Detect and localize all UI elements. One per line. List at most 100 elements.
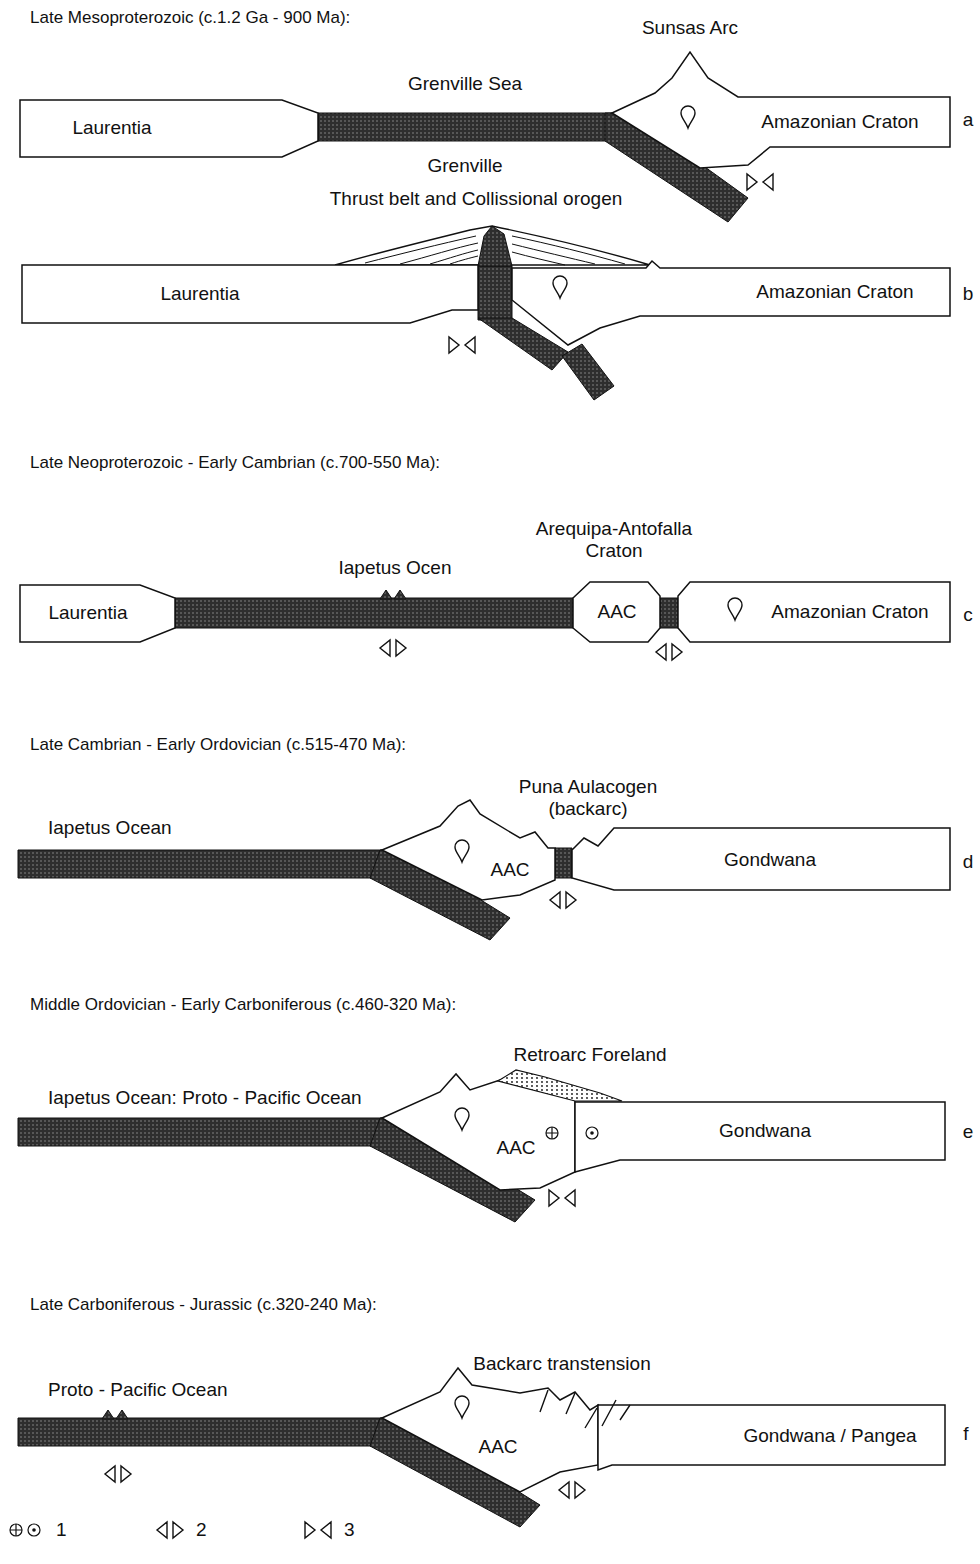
crustal-block: Amazonian Craton bbox=[612, 52, 950, 168]
panel-letter: b bbox=[963, 283, 974, 305]
magmatism-symbol bbox=[455, 840, 469, 862]
magmatism-symbol bbox=[455, 1108, 469, 1130]
legend-symbol bbox=[305, 1522, 331, 1538]
crustal-block: AAC bbox=[382, 800, 555, 900]
block-symbols bbox=[455, 840, 469, 862]
oceanic-lithosphere bbox=[318, 113, 612, 141]
thrust-line bbox=[512, 252, 565, 265]
block-outline bbox=[382, 800, 555, 900]
convergence-symbol bbox=[305, 1522, 331, 1538]
magmatism-symbol bbox=[681, 106, 695, 128]
plus-circle-symbol bbox=[10, 1524, 22, 1536]
block-outline bbox=[20, 100, 318, 157]
block-outline-path bbox=[20, 100, 318, 157]
block-symbols bbox=[455, 1390, 597, 1428]
orogen-label: Grenville bbox=[428, 155, 503, 177]
period-heading: Middle Ordovician - Early Carboniferous … bbox=[30, 995, 456, 1015]
legend-number: 1 bbox=[56, 1519, 67, 1541]
orogen-label: Thrust belt and Collissional orogen bbox=[330, 188, 623, 210]
panel-letter: c bbox=[963, 604, 973, 626]
dot-circle-symbol bbox=[590, 1131, 594, 1135]
period-heading: Late Carboniferous - Jurassic (c.320-240… bbox=[30, 1295, 377, 1315]
ridge-symbol bbox=[380, 590, 406, 599]
block-outline-path bbox=[678, 582, 950, 642]
ridge-symbol bbox=[102, 1410, 128, 1419]
thrust-line bbox=[512, 244, 595, 264]
orogen-outline bbox=[335, 226, 650, 265]
crustal-block: Amazonian Craton bbox=[678, 582, 950, 642]
panel-letter: f bbox=[963, 1423, 968, 1445]
panel-letter: e bbox=[963, 1121, 974, 1143]
ocean-label: Iapetus Ocen bbox=[338, 557, 451, 579]
magmatism-symbol bbox=[553, 276, 567, 298]
retroarc-foreland-basin bbox=[498, 1070, 622, 1101]
plus-circle-symbol bbox=[546, 1127, 558, 1139]
block-name: Laurentia bbox=[48, 602, 127, 624]
legend-symbol bbox=[10, 1524, 40, 1536]
suture-zone bbox=[478, 226, 512, 266]
thrust-line bbox=[430, 250, 478, 264]
fault-line bbox=[602, 1400, 630, 1426]
crustal-block: Gondwana bbox=[575, 1102, 945, 1172]
block-outline-path bbox=[572, 828, 950, 890]
dot-circle-symbol bbox=[586, 1127, 598, 1139]
block-outline-path bbox=[573, 582, 660, 642]
block-symbols bbox=[728, 598, 742, 620]
crustal-block: Gondwana bbox=[572, 828, 950, 890]
thrust-line bbox=[400, 243, 478, 264]
block-outline-path bbox=[382, 1368, 598, 1492]
block-name: Gondwana bbox=[719, 1120, 811, 1142]
legend-number: 3 bbox=[344, 1519, 355, 1541]
ocean-label: Proto - Pacific Ocean bbox=[48, 1379, 228, 1401]
oceanic-lithosphere bbox=[478, 266, 512, 320]
crustal-block: Laurentia bbox=[20, 585, 175, 642]
panel-letter: d bbox=[963, 851, 974, 873]
thrust-line bbox=[365, 236, 476, 263]
block-name: Amazonian Craton bbox=[771, 601, 928, 623]
crustal-block: AAC bbox=[382, 1368, 598, 1492]
convergence-symbol bbox=[549, 1190, 575, 1206]
magmatism-symbol bbox=[455, 1396, 469, 1418]
crustal-block: AAC bbox=[573, 582, 660, 642]
oceanic-lithosphere bbox=[660, 598, 678, 628]
legend-symbol bbox=[157, 1522, 183, 1538]
block-name: Laurentia bbox=[160, 283, 239, 305]
divergence-symbol bbox=[157, 1522, 183, 1538]
oceanic-lithosphere bbox=[175, 598, 573, 628]
craton-label: Arequipa-Antofalla Craton bbox=[524, 518, 704, 562]
ocean-label: Iapetus Ocean bbox=[48, 817, 172, 839]
block-name: Gondwana bbox=[724, 849, 816, 871]
thrust-line bbox=[450, 256, 478, 264]
block-name: Amazonian Craton bbox=[756, 281, 913, 303]
block-name: Laurentia bbox=[72, 117, 151, 139]
block-name: Gondwana / Pangea bbox=[743, 1425, 916, 1447]
fault-line bbox=[540, 1390, 597, 1428]
divergence-symbol bbox=[656, 644, 682, 660]
block-name: AAC bbox=[478, 1436, 517, 1458]
ocean-label: Iapetus Ocean: Proto - Pacific Ocean bbox=[48, 1087, 362, 1109]
period-heading: Late Cambrian - Early Ordovician (c.515-… bbox=[30, 735, 406, 755]
oceanic-lithosphere bbox=[18, 850, 385, 878]
period-heading: Late Neoproterozoic - Early Cambrian (c.… bbox=[30, 453, 440, 473]
illustration-group bbox=[10, 113, 773, 1538]
convergence-symbol bbox=[449, 337, 475, 353]
dot-circle-symbol bbox=[28, 1524, 40, 1536]
block-outline bbox=[512, 261, 950, 345]
crustal-block: Amazonian Craton bbox=[512, 261, 950, 345]
convergence-symbol bbox=[747, 174, 773, 190]
foreland-label: Retroarc Foreland bbox=[513, 1044, 666, 1066]
crustal-block: Laurentia bbox=[20, 100, 318, 157]
backarc-label: Backarc transtension bbox=[473, 1353, 650, 1375]
aulacogen-label: Puna Aulacogen (backarc) bbox=[506, 776, 671, 820]
block-symbols bbox=[681, 106, 695, 128]
plus-circle-symbol bbox=[546, 1127, 558, 1139]
crustal-block: Gondwana / Pangea bbox=[598, 1405, 945, 1470]
block-symbols bbox=[586, 1127, 598, 1139]
block-name: AAC bbox=[490, 859, 529, 881]
block-outline bbox=[382, 1074, 575, 1190]
block-outline-path bbox=[598, 1405, 945, 1470]
panel-letter: a bbox=[963, 109, 974, 131]
arc-label: Sunsas Arc bbox=[642, 17, 738, 39]
